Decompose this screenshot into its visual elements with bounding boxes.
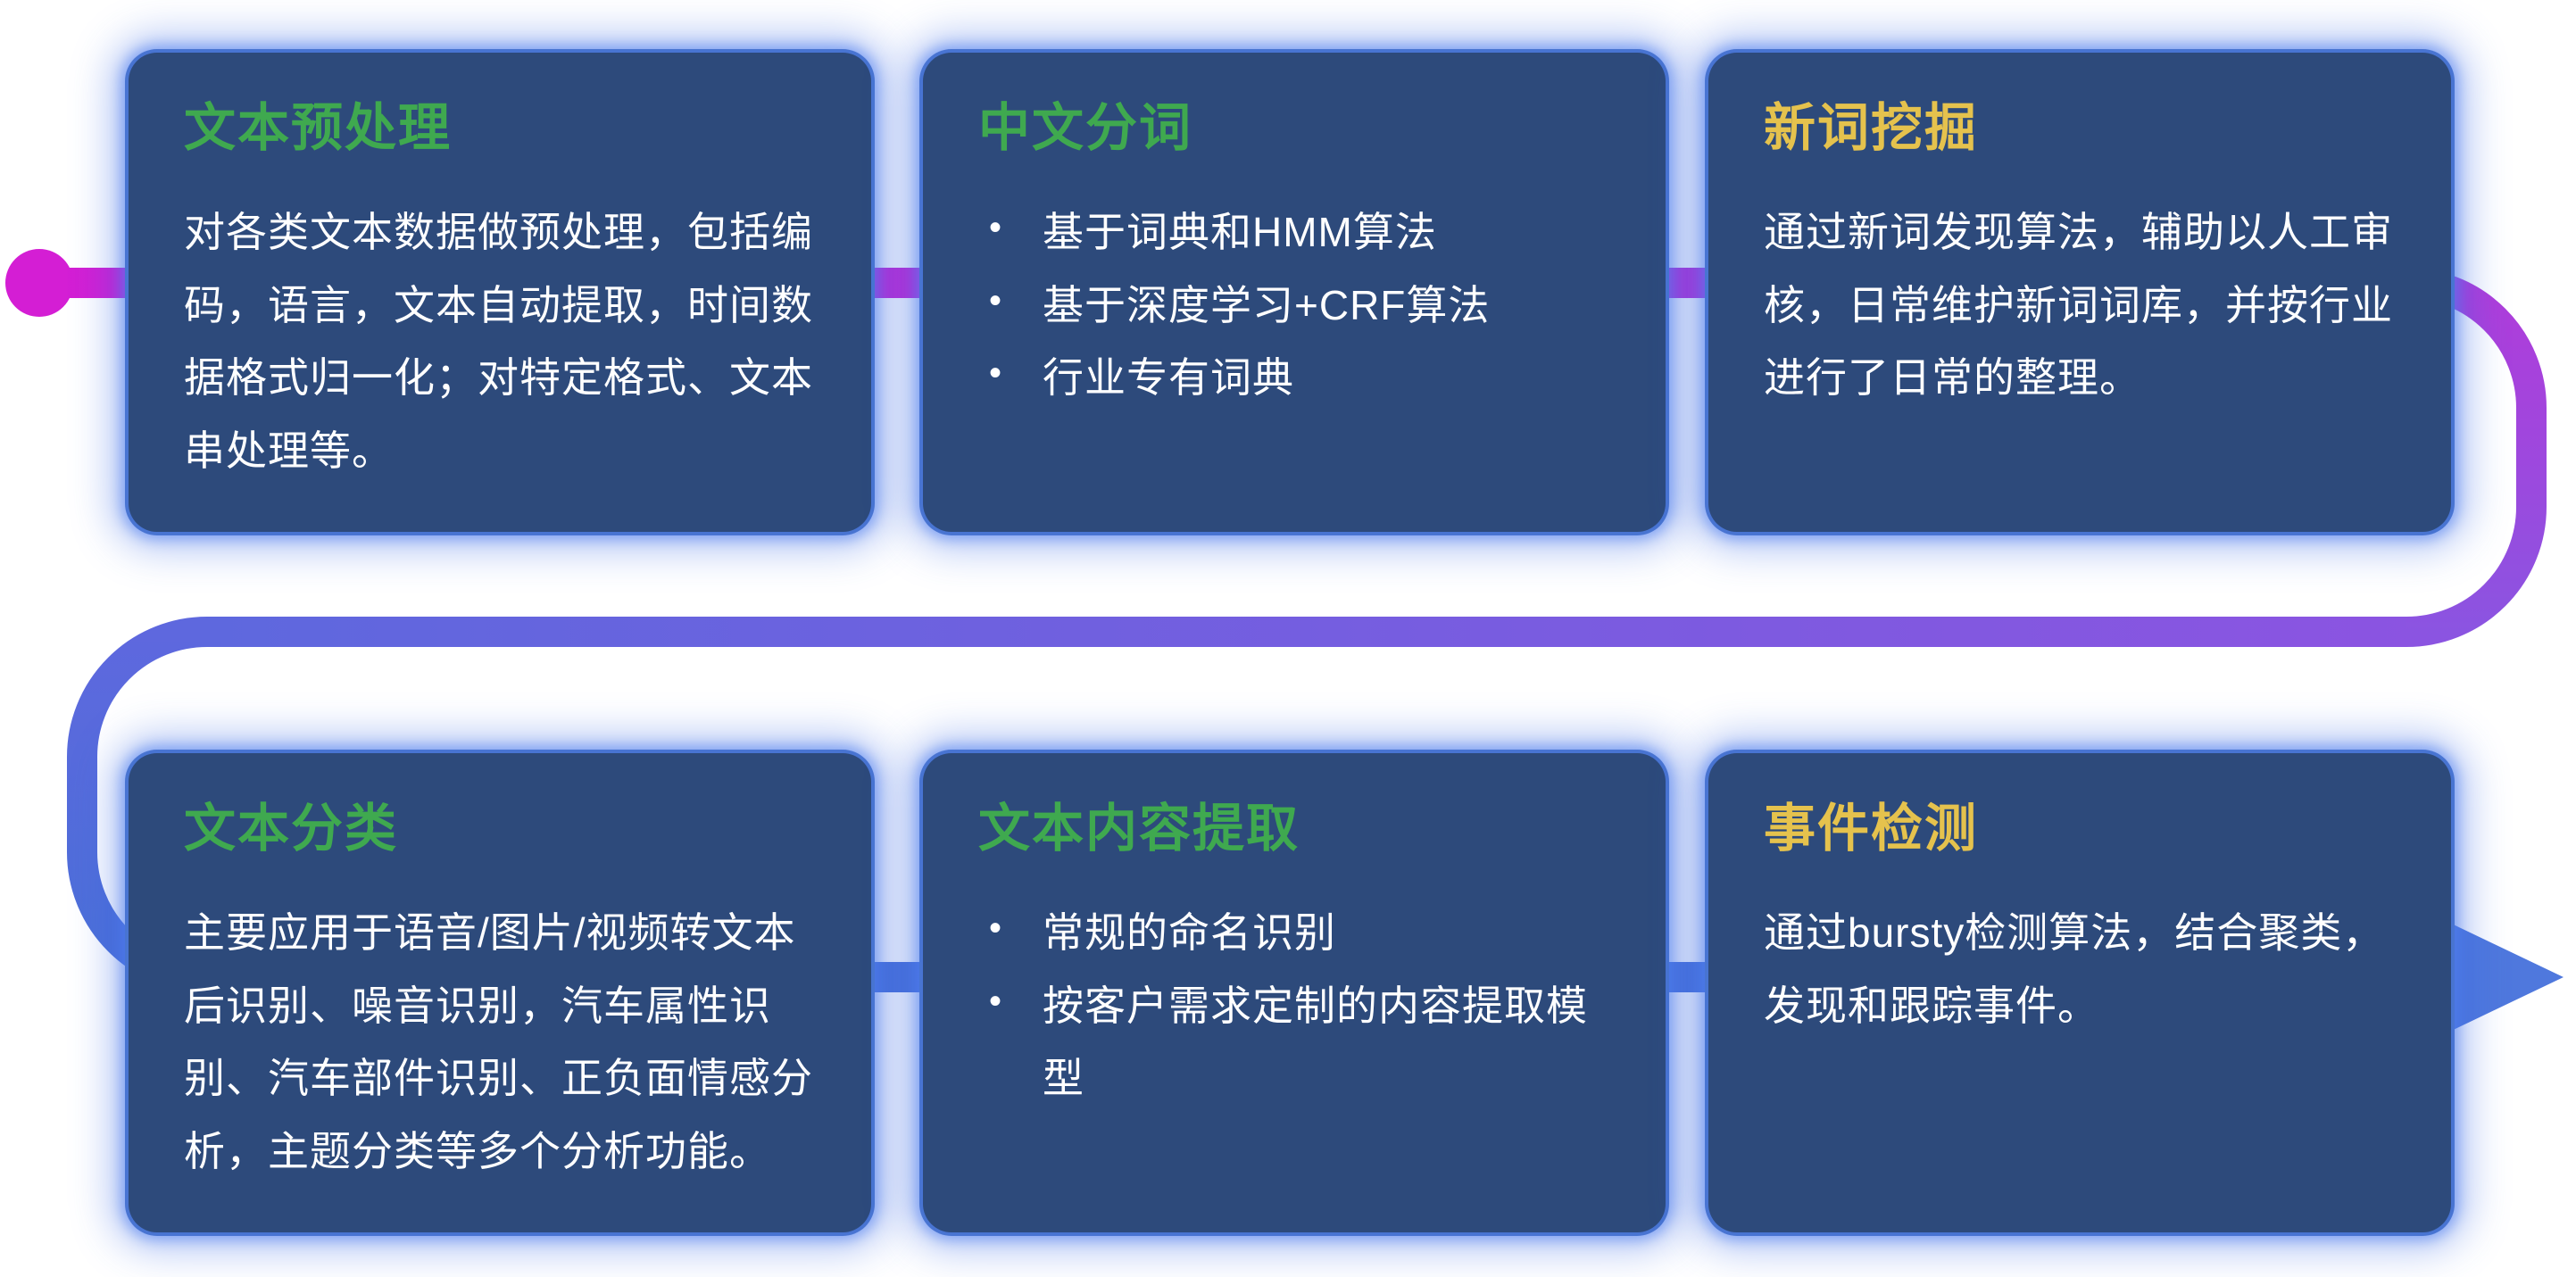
card-title: 文本内容提取: [978, 800, 1300, 858]
bullet-item: 行业专有词典: [978, 342, 1610, 415]
card-event-detection: 事件检测 通过bursty检测算法，结合聚类，发现和跟踪事件。: [1705, 750, 2455, 1236]
flow-arrow-icon: [2442, 919, 2564, 1035]
card-title: 事件检测: [1764, 800, 1979, 858]
card-text-preprocessing: 文本预处理 对各类文本数据做预处理，包括编码，语言，文本自动提取，时间数据格式归…: [125, 49, 875, 535]
card-title: 新词挖掘: [1764, 99, 1979, 157]
card-title: 中文分词: [978, 99, 1193, 157]
bullet-item: 常规的命名识别: [978, 897, 1610, 970]
card-body: 通过新词发现算法，辅助以人工审核，日常维护新词词库，并按行业进行了日常的整理。: [1764, 208, 2393, 402]
card-text-content-extraction: 文本内容提取 常规的命名识别 按客户需求定制的内容提取模型: [919, 750, 1669, 1236]
bullet-item: 按客户需求定制的内容提取模型: [978, 970, 1610, 1116]
card-body: 对各类文本数据做预处理，包括编码，语言，文本自动提取，时间数据格式归一化；对特定…: [184, 208, 813, 475]
card-text-classification: 文本分类 主要应用于语音/图片/视频转文本后识别、噪音识别，汽车属性识别、汽车部…: [125, 750, 875, 1236]
card-chinese-word-segmentation: 中文分词 基于词典和HMM算法 基于深度学习+CRF算法 行业专有词典: [919, 49, 1669, 535]
card-body: 主要应用于语音/图片/视频转文本后识别、噪音识别，汽车属性识别、汽车部件识别、正…: [184, 908, 813, 1175]
card-title: 文本分类: [184, 800, 399, 858]
card-title: 文本预处理: [184, 99, 453, 157]
bullet-item: 基于词典和HMM算法: [978, 196, 1610, 269]
card-new-word-mining: 新词挖掘 通过新词发现算法，辅助以人工审核，日常维护新词词库，并按行业进行了日常…: [1705, 49, 2455, 535]
card-bullet-list: 常规的命名识别 按客户需求定制的内容提取模型: [978, 897, 1610, 1116]
card-body: 通过bursty检测算法，结合聚类，发现和跟踪事件。: [1764, 908, 2385, 1029]
card-bullet-list: 基于词典和HMM算法 基于深度学习+CRF算法 行业专有词典: [978, 196, 1610, 416]
bullet-item: 基于深度学习+CRF算法: [978, 269, 1610, 343]
flow-right-curve: [2392, 268, 2547, 647]
